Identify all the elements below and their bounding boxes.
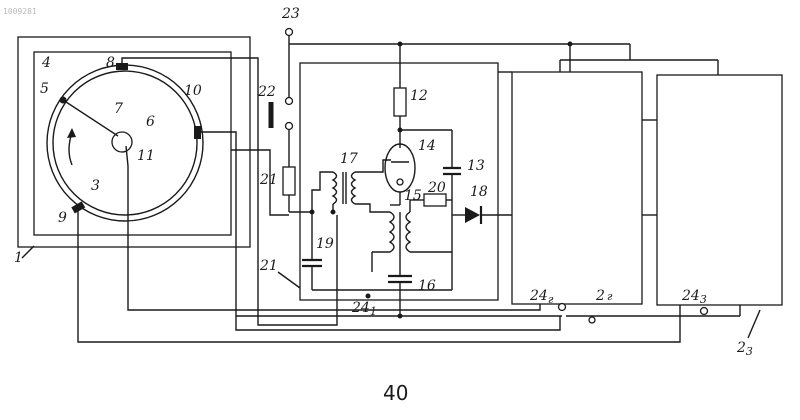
resistor-21 xyxy=(283,167,295,195)
leader-1 xyxy=(22,246,34,258)
coil-15-left xyxy=(390,212,394,252)
transformer-17-lead-c xyxy=(355,204,390,212)
page-number: 40 xyxy=(383,381,408,405)
label-17: 17 xyxy=(340,151,358,167)
label-18: 18 xyxy=(470,184,488,200)
transformer-17-primary xyxy=(333,172,337,204)
label-24-1: 241 xyxy=(351,300,377,318)
label-2-g: 2г xyxy=(595,288,613,304)
disk-assembly xyxy=(18,37,250,247)
contact-10 xyxy=(194,126,201,139)
label-24-3: 243 xyxy=(681,288,707,306)
block-23 xyxy=(657,75,782,305)
label-5: 5 xyxy=(40,81,49,97)
label-11: 11 xyxy=(137,148,155,164)
switch-22-contact-bottom xyxy=(286,123,293,130)
label-12: 12 xyxy=(410,88,428,104)
contact-5 xyxy=(60,97,67,104)
switch-22-contact-top xyxy=(286,98,293,105)
label-8: 8 xyxy=(106,55,115,71)
resistor-12 xyxy=(394,88,406,116)
label-23: 23 xyxy=(281,6,300,22)
center-hub-6 xyxy=(112,132,132,152)
node-212-mid xyxy=(331,210,336,215)
block-2g xyxy=(512,72,642,304)
label-9: 9 xyxy=(58,210,67,226)
label-21-a: 21 xyxy=(259,172,278,188)
label-4: 4 xyxy=(41,55,51,71)
rotation-arrow-icon xyxy=(67,128,76,138)
label-10: 10 xyxy=(184,83,202,99)
corner-id: 1009281 xyxy=(3,7,37,16)
return-wire-8 xyxy=(122,58,337,325)
tube-14-cathode xyxy=(397,179,403,185)
label-7: 7 xyxy=(114,101,123,117)
label-16: 16 xyxy=(418,278,436,294)
diode-18-icon xyxy=(465,207,480,223)
label-19: 19 xyxy=(316,236,334,252)
label-21-b: 21 xyxy=(259,258,278,274)
label-24-2: 24г xyxy=(529,288,554,306)
label-3: 3 xyxy=(91,178,100,194)
coil-15-right xyxy=(406,212,410,252)
switch-2g-contact xyxy=(589,317,595,323)
leader-2-3 xyxy=(748,310,760,338)
terminal-24-3 xyxy=(701,308,708,315)
label-2-3: 23 xyxy=(736,340,753,358)
label-13: 13 xyxy=(467,158,485,174)
transformer-17-secondary xyxy=(352,172,356,204)
label-1: 1 xyxy=(14,250,23,266)
label-22: 22 xyxy=(257,84,276,100)
label-6: 6 xyxy=(146,114,155,130)
leader-21 xyxy=(278,272,300,288)
rotation-arrow-shaft xyxy=(69,133,72,165)
label-15: 15 xyxy=(404,188,422,204)
contact-8 xyxy=(116,63,128,70)
terminal-24-2 xyxy=(559,304,566,311)
label-14: 14 xyxy=(418,138,436,154)
terminal-23 xyxy=(286,29,293,36)
node-24-1 xyxy=(366,294,371,299)
transformer-17-lead-a xyxy=(312,172,333,212)
label-20: 20 xyxy=(427,180,446,196)
